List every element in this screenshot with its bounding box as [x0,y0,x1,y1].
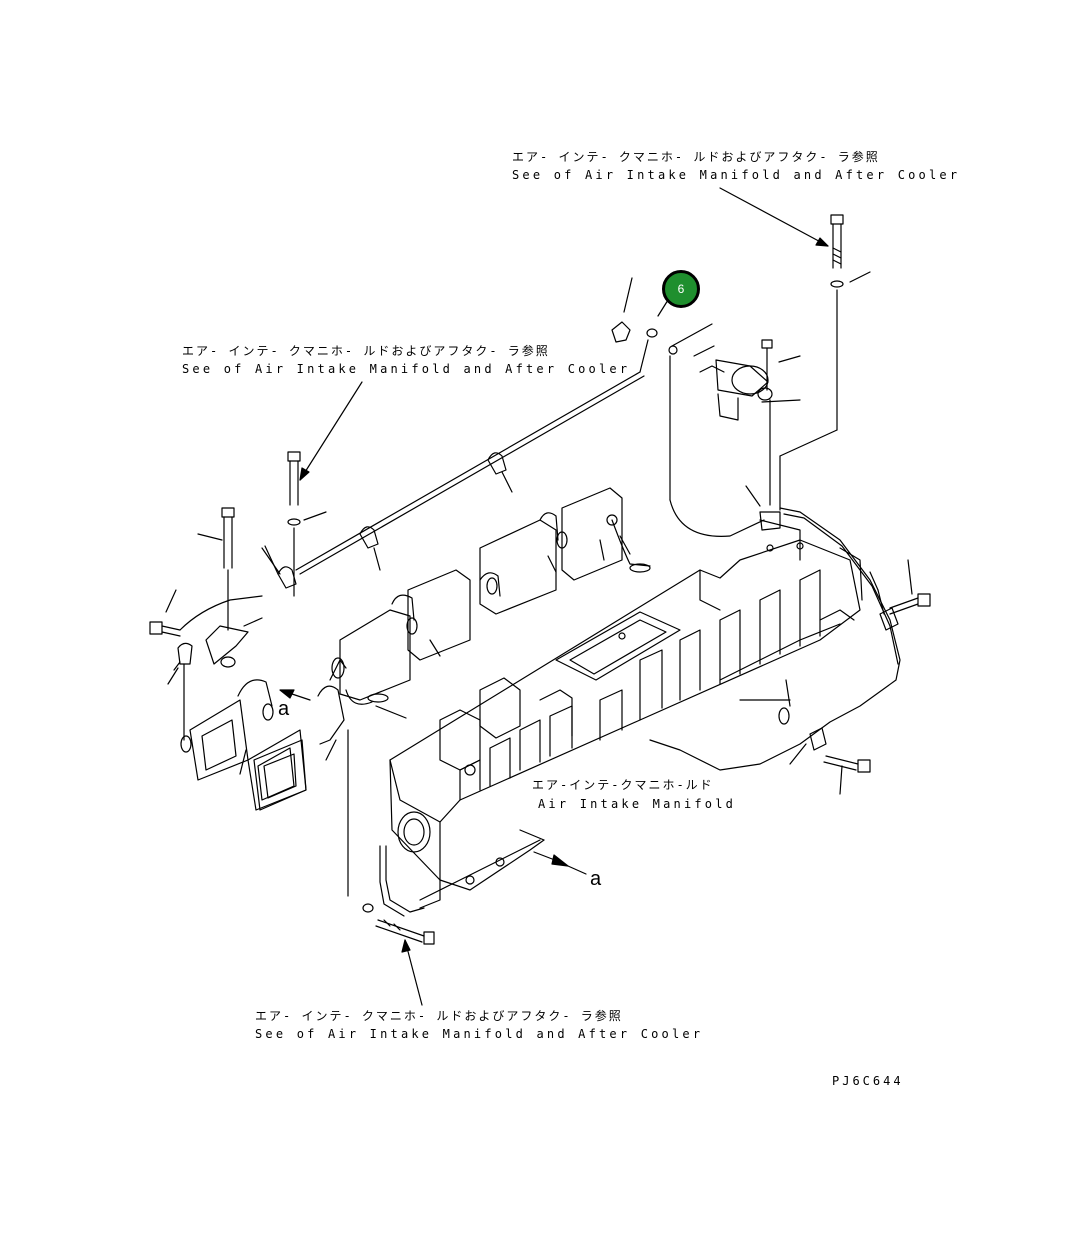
manifold-label-jp: エア-インテ-クマニホ-ルド [532,778,714,792]
note-bottom-en: See of Air Intake Manifold and After Coo… [255,1027,704,1041]
heater-blocks-upper [339,487,651,719]
wire-clamps [264,452,513,589]
leader-top-right [719,187,829,247]
note-top-right-jp: エア- インテ- クマニホ- ルドおよびアフタク- ラ参照 [512,150,880,164]
intake-manifold [389,519,863,881]
manifold-label-en: Air Intake Manifold [538,797,737,811]
tube-lower-left [347,729,425,917]
leader-bottom [401,939,423,1006]
bolt-left-long [197,507,235,631]
wire-harness-upper [295,277,765,575]
leader-left [299,381,363,481]
part-number-badge[interactable]: 6 [662,270,700,308]
bolt-right-upper [889,559,931,615]
note-bottom-jp: エア- インテ- クマニホ- ルドおよびアフタク- ラ参照 [255,1009,623,1023]
bolt-bottom [375,919,435,945]
relay-unit [693,339,801,506]
misc-leaders [173,539,605,775]
part-number-text: 6 [677,282,685,296]
washer-top-right [779,280,844,511]
figure-id: PJ6C644 [832,1074,904,1088]
note-top-right-en: See of Air Intake Manifold and After Coo… [512,168,961,182]
bolt-right-lower [823,755,871,795]
bracket-left [167,617,263,753]
gasket-left [253,739,307,811]
view-marker-a-upper: a [278,698,290,720]
wire-harness-right [649,485,901,771]
view-arrow-a-upper [279,689,311,701]
heater-plates-left [189,657,347,811]
manifold-underside [419,829,587,909]
view-marker-a-lower: a [590,868,602,890]
note-left-en: See of Air Intake Manifold and After Coo… [182,362,631,376]
bolt-top-right [830,214,871,283]
bolt-left-upper [287,451,327,597]
bolt-left-side [149,589,263,637]
note-left-jp: エア- インテ- クマニホ- ルドおよびアフタク- ラ参照 [182,344,550,358]
